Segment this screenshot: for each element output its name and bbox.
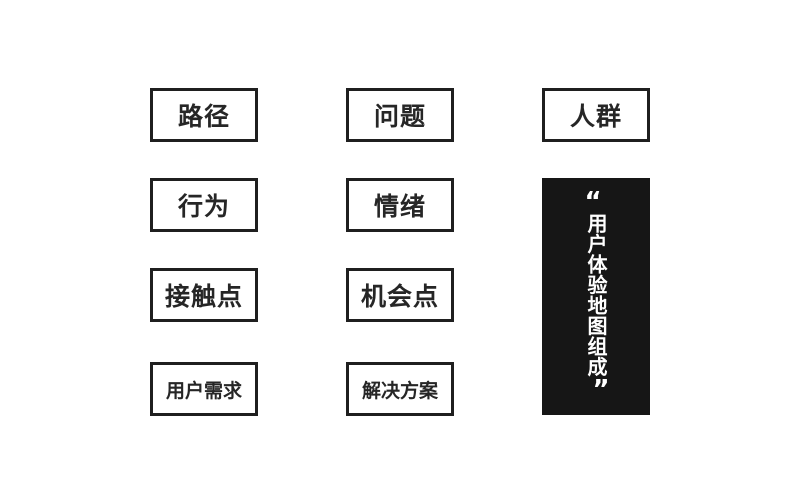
panel-vertical-text: 用户体验地图组成: [584, 213, 608, 377]
panel-ux-map-composition: “ 用户体验地图组成 ”: [542, 178, 650, 415]
box-touchpoint: 接触点: [150, 268, 258, 322]
box-problem: 问题: [346, 88, 454, 142]
box-people: 人群: [542, 88, 650, 142]
box-solution: 解决方案: [346, 362, 454, 416]
box-path: 路径: [150, 88, 258, 142]
open-quote-mark: “: [584, 187, 602, 217]
close-quote-mark: ”: [592, 375, 610, 405]
box-behavior: 行为: [150, 178, 258, 232]
box-emotion: 情绪: [346, 178, 454, 232]
box-opportunity: 机会点: [346, 268, 454, 322]
box-user-needs: 用户需求: [150, 362, 258, 416]
